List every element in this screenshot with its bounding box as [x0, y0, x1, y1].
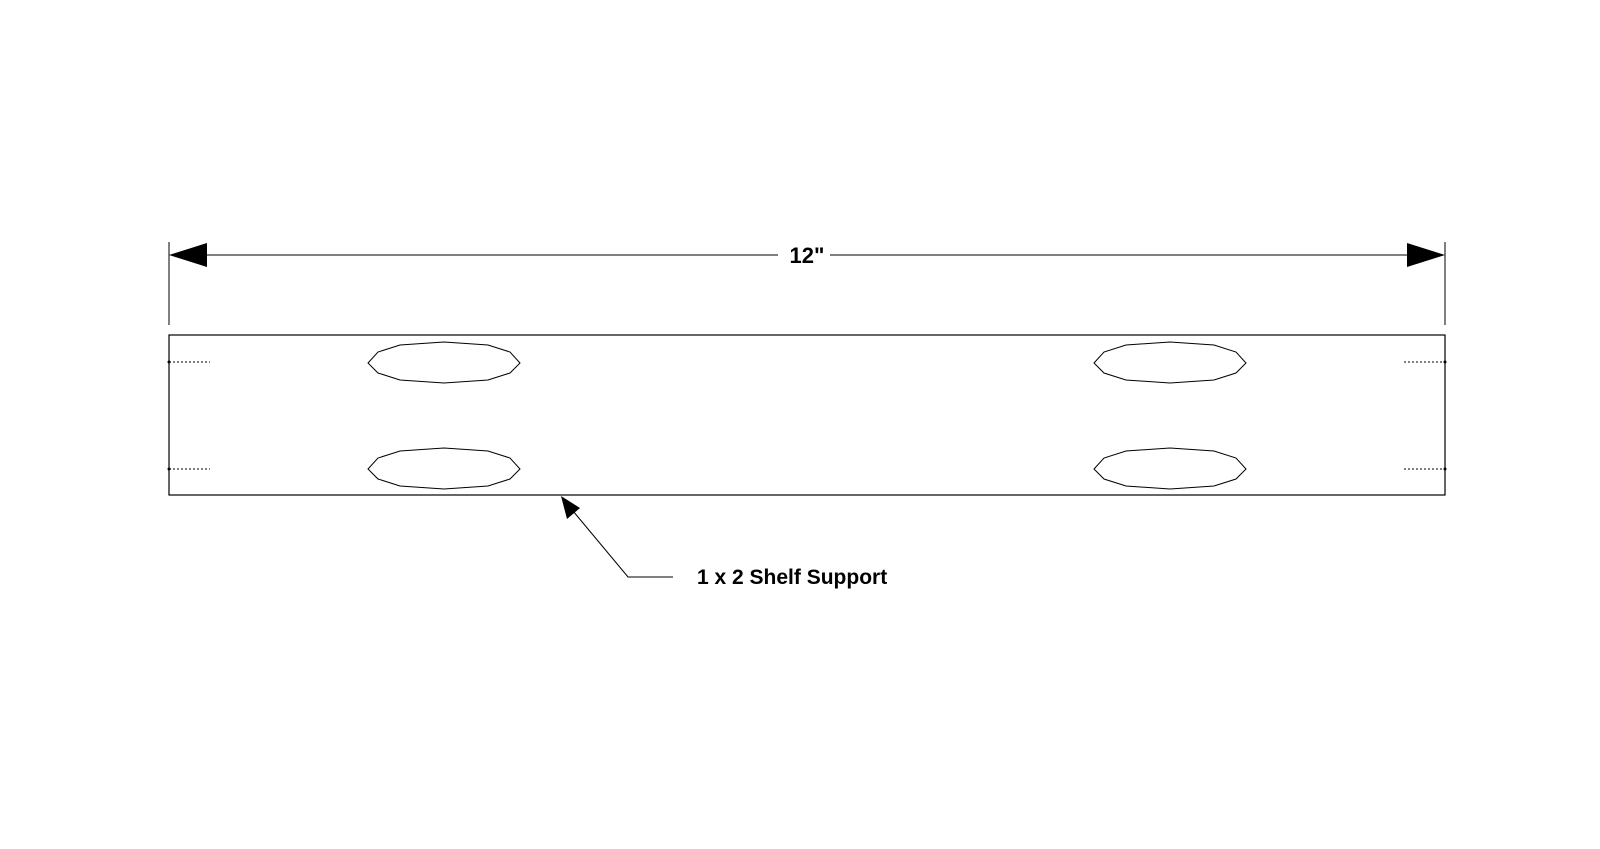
callout-label: 1 x 2 Shelf Support — [697, 566, 887, 589]
pocket-hole-bottom-left — [367, 447, 521, 490]
callout-leader-line — [572, 510, 673, 578]
pocket-hole-bottom-right — [1093, 447, 1247, 490]
screw-point-bottom-right — [1443, 467, 1447, 471]
screw-point-top-left — [167, 360, 171, 364]
dimension-arrow-left-icon — [169, 243, 207, 267]
pocket-hole-top-left — [367, 341, 521, 384]
pocket-hole-top-right — [1093, 341, 1247, 384]
dimension-arrow-right-icon — [1407, 243, 1445, 267]
screw-point-bottom-left — [167, 467, 171, 471]
dimension-label: 12" — [790, 243, 825, 268]
screw-point-top-right — [1443, 360, 1447, 364]
board-outline — [168, 334, 1446, 496]
callout-arrow-icon — [561, 496, 580, 519]
